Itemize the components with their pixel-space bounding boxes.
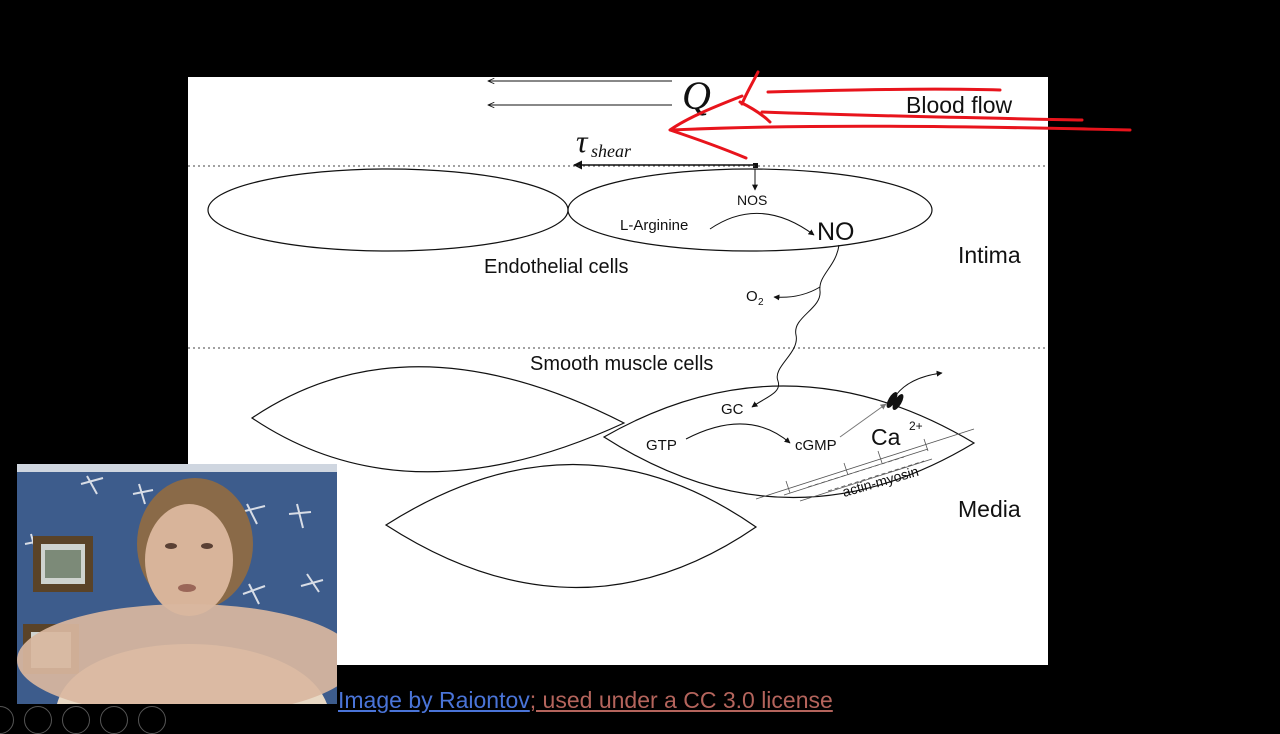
webcam-video-overlay bbox=[17, 464, 337, 704]
cgmp-label: cGMP bbox=[795, 437, 837, 454]
gtp-label: GTP bbox=[646, 437, 677, 454]
endothelial-cell-left bbox=[208, 169, 568, 251]
intima-label: Intima bbox=[958, 242, 1021, 268]
license-link[interactable]: ; used under a CC 3.0 license bbox=[530, 687, 833, 713]
presenter-face bbox=[145, 504, 233, 616]
image-credit: Image by Raiontov; used under a CC 3.0 l… bbox=[338, 686, 833, 714]
player-control-button-4[interactable] bbox=[100, 706, 128, 734]
player-control-button-2[interactable] bbox=[24, 706, 52, 734]
player-control-button-1[interactable] bbox=[0, 706, 14, 734]
l-arginine-label: L-Arginine bbox=[620, 217, 688, 234]
blood-flow-label: Blood flow bbox=[906, 92, 1013, 118]
shear-subscript: shear bbox=[591, 141, 632, 161]
calcium-efflux-arrow bbox=[896, 373, 942, 395]
shear-symbol: τ bbox=[576, 123, 589, 159]
no-label: NO bbox=[817, 218, 855, 246]
o2-subscript: 2 bbox=[758, 297, 764, 308]
arginine-to-no-arrow bbox=[710, 213, 814, 235]
smooth-muscle-cells-label: Smooth muscle cells bbox=[530, 353, 713, 375]
endothelial-cell-right bbox=[568, 169, 932, 251]
webcam-scene bbox=[17, 464, 337, 704]
gc-label: GC bbox=[721, 401, 744, 418]
player-controls bbox=[0, 706, 180, 720]
player-control-button-3[interactable] bbox=[62, 706, 90, 734]
no-diffusion-path bbox=[752, 245, 839, 407]
calcium-superscript: 2+ bbox=[909, 419, 923, 433]
calcium-label: Ca bbox=[871, 424, 901, 450]
gtp-to-cgmp-arrow bbox=[686, 424, 790, 443]
o2-label: O bbox=[746, 288, 758, 305]
o2-branch-arrow bbox=[774, 287, 820, 297]
media-label: Media bbox=[958, 496, 1021, 522]
nos-label: NOS bbox=[737, 192, 767, 208]
smooth-muscle-cell-left bbox=[252, 367, 624, 472]
image-author-link[interactable]: Image by Raiontov bbox=[338, 687, 530, 713]
player-control-button-5[interactable] bbox=[138, 706, 166, 734]
flow-symbol: Q bbox=[682, 77, 711, 118]
endothelial-cells-label: Endothelial cells bbox=[484, 256, 629, 278]
